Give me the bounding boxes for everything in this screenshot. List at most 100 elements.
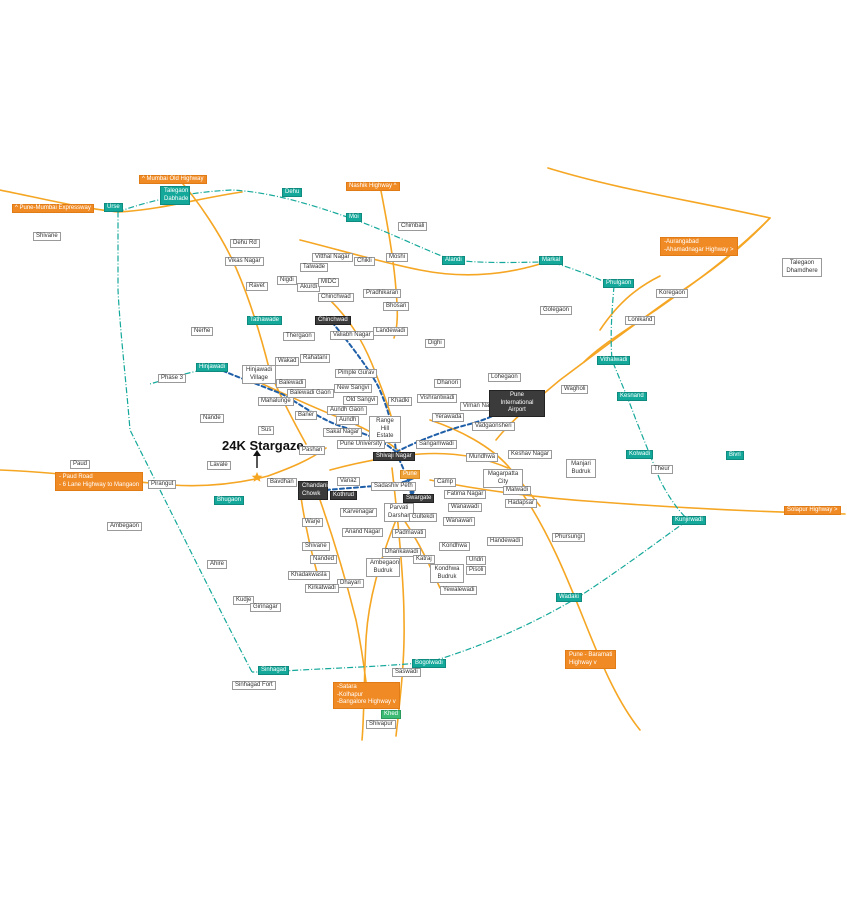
expressway-label: Dehu <box>282 188 303 198</box>
place-label: Sangamwadi <box>416 440 457 450</box>
expressway-label: Kolwadi <box>626 450 654 460</box>
place-label: Vitthal Nagar <box>312 253 353 263</box>
place-label: Undri <box>466 556 487 566</box>
highway-label: Pune - Baramati Highway v <box>565 650 617 669</box>
place-label: Kondhwa <box>439 542 471 552</box>
expressway-label: Sinhagad <box>258 666 290 676</box>
place-label: Moshi <box>386 253 409 263</box>
place-label: Camp <box>434 478 457 488</box>
expressway-label: Wadaki <box>556 593 582 603</box>
place-label: Fatima Nagar <box>444 490 487 500</box>
expressway-label: Tathawade <box>247 316 283 326</box>
place-label: Sadashiv Peth <box>371 482 416 492</box>
place-label: Anand Nagar <box>342 528 384 538</box>
place-label: Shivane <box>33 232 61 242</box>
place-label: Dhayari <box>337 579 364 589</box>
place-label: Ambegaon Budruk <box>366 558 400 577</box>
place-label: Pirangut <box>148 480 177 490</box>
ring-expressway-west <box>117 212 253 673</box>
place-label: Mahalunge <box>258 397 294 407</box>
place-label: Khadki <box>388 397 413 407</box>
place-label: Handewadi <box>487 537 524 547</box>
place-label: Shivane <box>302 542 330 552</box>
place-label: Malwadi <box>503 486 532 496</box>
lonikand-road <box>599 275 661 331</box>
expressway-label: Bogolwadi <box>412 659 446 669</box>
place-label: Warje <box>302 518 324 528</box>
expressway-label: Kunjirwadi <box>672 516 706 526</box>
place-label: Wanawadi <box>448 503 482 513</box>
place-label: Kudje <box>233 596 255 606</box>
place-label: Paud <box>70 460 91 470</box>
highway-label: Solapur Highway > <box>784 506 841 516</box>
place-label: Balewadi <box>276 379 307 389</box>
place-label: Nanded <box>310 555 338 565</box>
expressway-label: Moi <box>346 213 362 223</box>
place-label: Pune University <box>337 440 386 450</box>
expressway-label: Bhugaon <box>214 496 245 506</box>
aurangabad-highway-road <box>583 217 771 363</box>
expressway-label: Hinjawadi <box>196 363 229 373</box>
place-label: Mundhwa <box>466 453 499 463</box>
landmark-label: Kothrud <box>330 491 358 501</box>
place-label: Akurdi <box>297 283 321 293</box>
place-label: Lavale <box>207 461 231 471</box>
place-label: Dighi <box>425 339 445 349</box>
expressway-label: Kesnand <box>617 392 647 402</box>
place-label: Landewadi <box>373 327 409 337</box>
place-label: Padmavati <box>392 529 427 539</box>
place-label: Lohegaon <box>488 373 521 383</box>
place-label: Pimple Gurav <box>335 369 378 379</box>
place-label: Thergaon <box>283 332 315 342</box>
ring-expressway-north <box>117 189 615 287</box>
place-label: Gultekdi <box>409 513 438 523</box>
place-label: Talwade <box>300 263 329 273</box>
place-label: Girinagar <box>250 603 281 613</box>
place-label: Golegaon <box>540 306 573 316</box>
place-label: Nerhe <box>191 327 214 337</box>
place-label: Baner <box>295 411 318 421</box>
place-label: Bavdhan <box>267 478 297 488</box>
baramati-highway-road <box>519 489 641 731</box>
place-label: Koregaon <box>656 289 689 299</box>
ring-road <box>299 239 541 276</box>
place-label: Vishrantwadi <box>417 394 458 404</box>
place-label: Bhosari <box>383 302 410 312</box>
landmark-label: Shivaji Nagar <box>373 452 415 462</box>
place-label: Shivapur <box>366 720 396 730</box>
project-title: 24K Stargaze <box>222 438 304 453</box>
expressway-label: Urse <box>104 203 123 213</box>
station-label: Khed <box>381 710 402 720</box>
sinhagad-road <box>319 499 369 701</box>
place-label: Magarpatta City <box>483 469 523 488</box>
place-label: Katraj <box>413 555 435 565</box>
place-label: New Sangvi <box>334 384 373 394</box>
place-label: Pisoli <box>466 566 487 576</box>
expressway-label: Talegaon Dabhade <box>160 186 190 205</box>
place-label: Chikli <box>354 257 375 267</box>
place-label: Wanawari <box>443 517 476 527</box>
place-label: Hinjawadi Village <box>242 365 276 384</box>
expressway-label: Markal <box>539 256 564 266</box>
place-label: Aundh Gaon <box>327 406 367 416</box>
place-label: Saswadi <box>392 668 421 678</box>
place-label: Kondhwa Budruk <box>430 564 464 583</box>
place-label: Sinhagad Fort <box>232 681 276 691</box>
place-label: Valiabh Nagar <box>330 331 374 341</box>
highway-label: Nashik Highway ^ <box>346 182 400 192</box>
place-label: Rahatani <box>300 354 331 364</box>
place-label: Phase 3 <box>158 374 187 384</box>
place-label: Keshav Nagar <box>508 450 553 460</box>
ring-expressway-east <box>610 285 689 521</box>
place-label: Wakad <box>275 357 300 367</box>
landmark-label: Chinchwad <box>315 316 351 326</box>
nashik-highway-road <box>379 185 399 339</box>
place-label: Pashan <box>299 446 326 456</box>
place-label: Ahire <box>207 560 228 570</box>
place-label: Pradhikaran <box>363 289 402 299</box>
place-label: Nande <box>200 414 224 424</box>
place-label: Nigdi <box>277 276 297 286</box>
place-label: Phursungi <box>552 533 586 543</box>
place-label: Dehu Rd <box>230 239 260 249</box>
hinjawadi-link <box>149 367 213 385</box>
